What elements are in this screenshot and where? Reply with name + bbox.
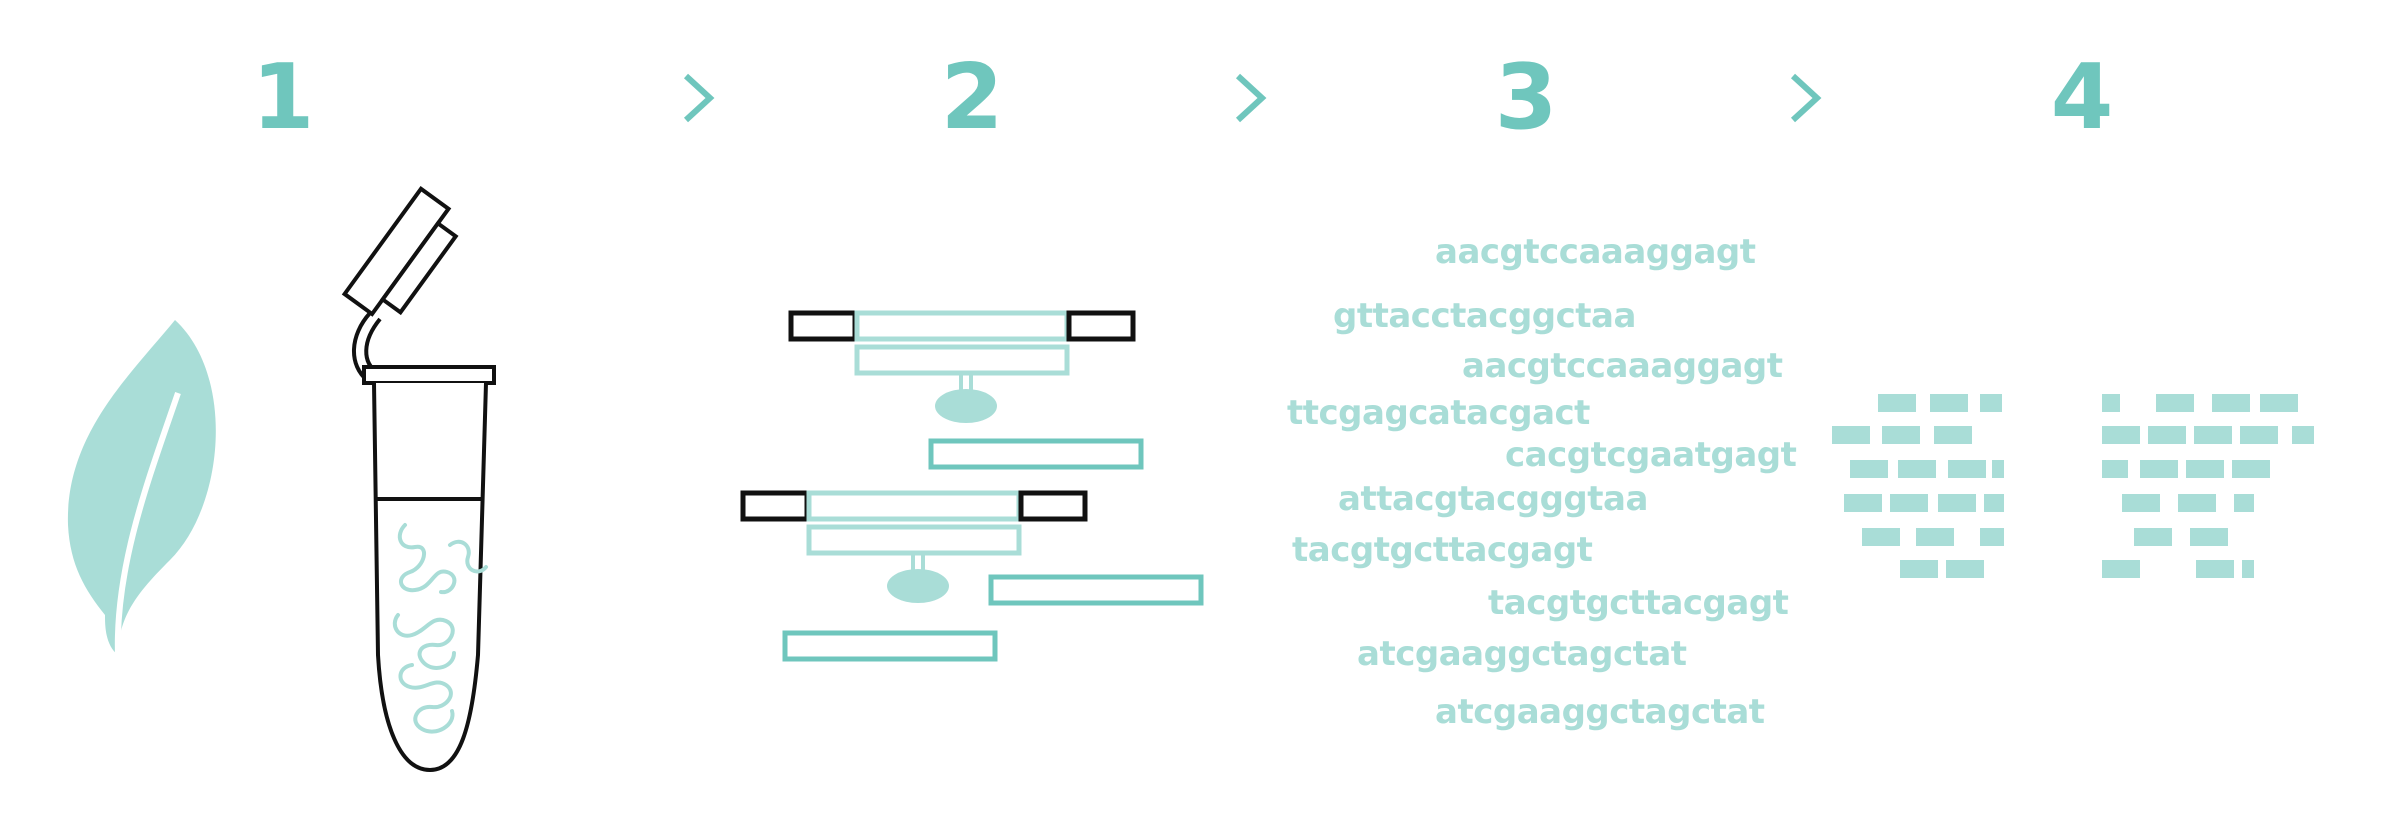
sequence-read: cacgtcgaatgagt: [1505, 435, 1797, 475]
step-number-3: 3: [1494, 45, 1558, 150]
chevron-right-icon: [683, 73, 715, 123]
sequence-read: atcgaaggctagctat: [1435, 692, 1765, 732]
step-number-2: 2: [940, 45, 1004, 150]
leaf-icon: [67, 320, 216, 656]
sequence-read: attacgtacgggtaa: [1338, 479, 1648, 519]
sequence-read: aacgtccaaaggagt: [1435, 232, 1756, 272]
sequence-read: atcgaaggctagctat: [1357, 634, 1687, 674]
chevron-right-icon: [1235, 73, 1267, 123]
sequence-read: tacgtgcttacgagt: [1488, 583, 1789, 623]
assembled-blocks-icon: [1832, 394, 2314, 578]
sequence-read: aacgtccaaaggagt: [1462, 346, 1783, 386]
sequence-read: ttcgagcatacgact: [1287, 393, 1590, 433]
chevron-right-icon: [1790, 73, 1822, 123]
test-tube-icon: [341, 186, 496, 773]
step-number-4: 4: [2050, 45, 2114, 150]
sequence-read: tacgtgcttacgagt: [1292, 530, 1593, 570]
sequence-read: gttacctacggctaa: [1333, 296, 1636, 336]
sequencing-adapter-icon: [740, 310, 1204, 662]
step-number-1: 1: [251, 45, 315, 150]
